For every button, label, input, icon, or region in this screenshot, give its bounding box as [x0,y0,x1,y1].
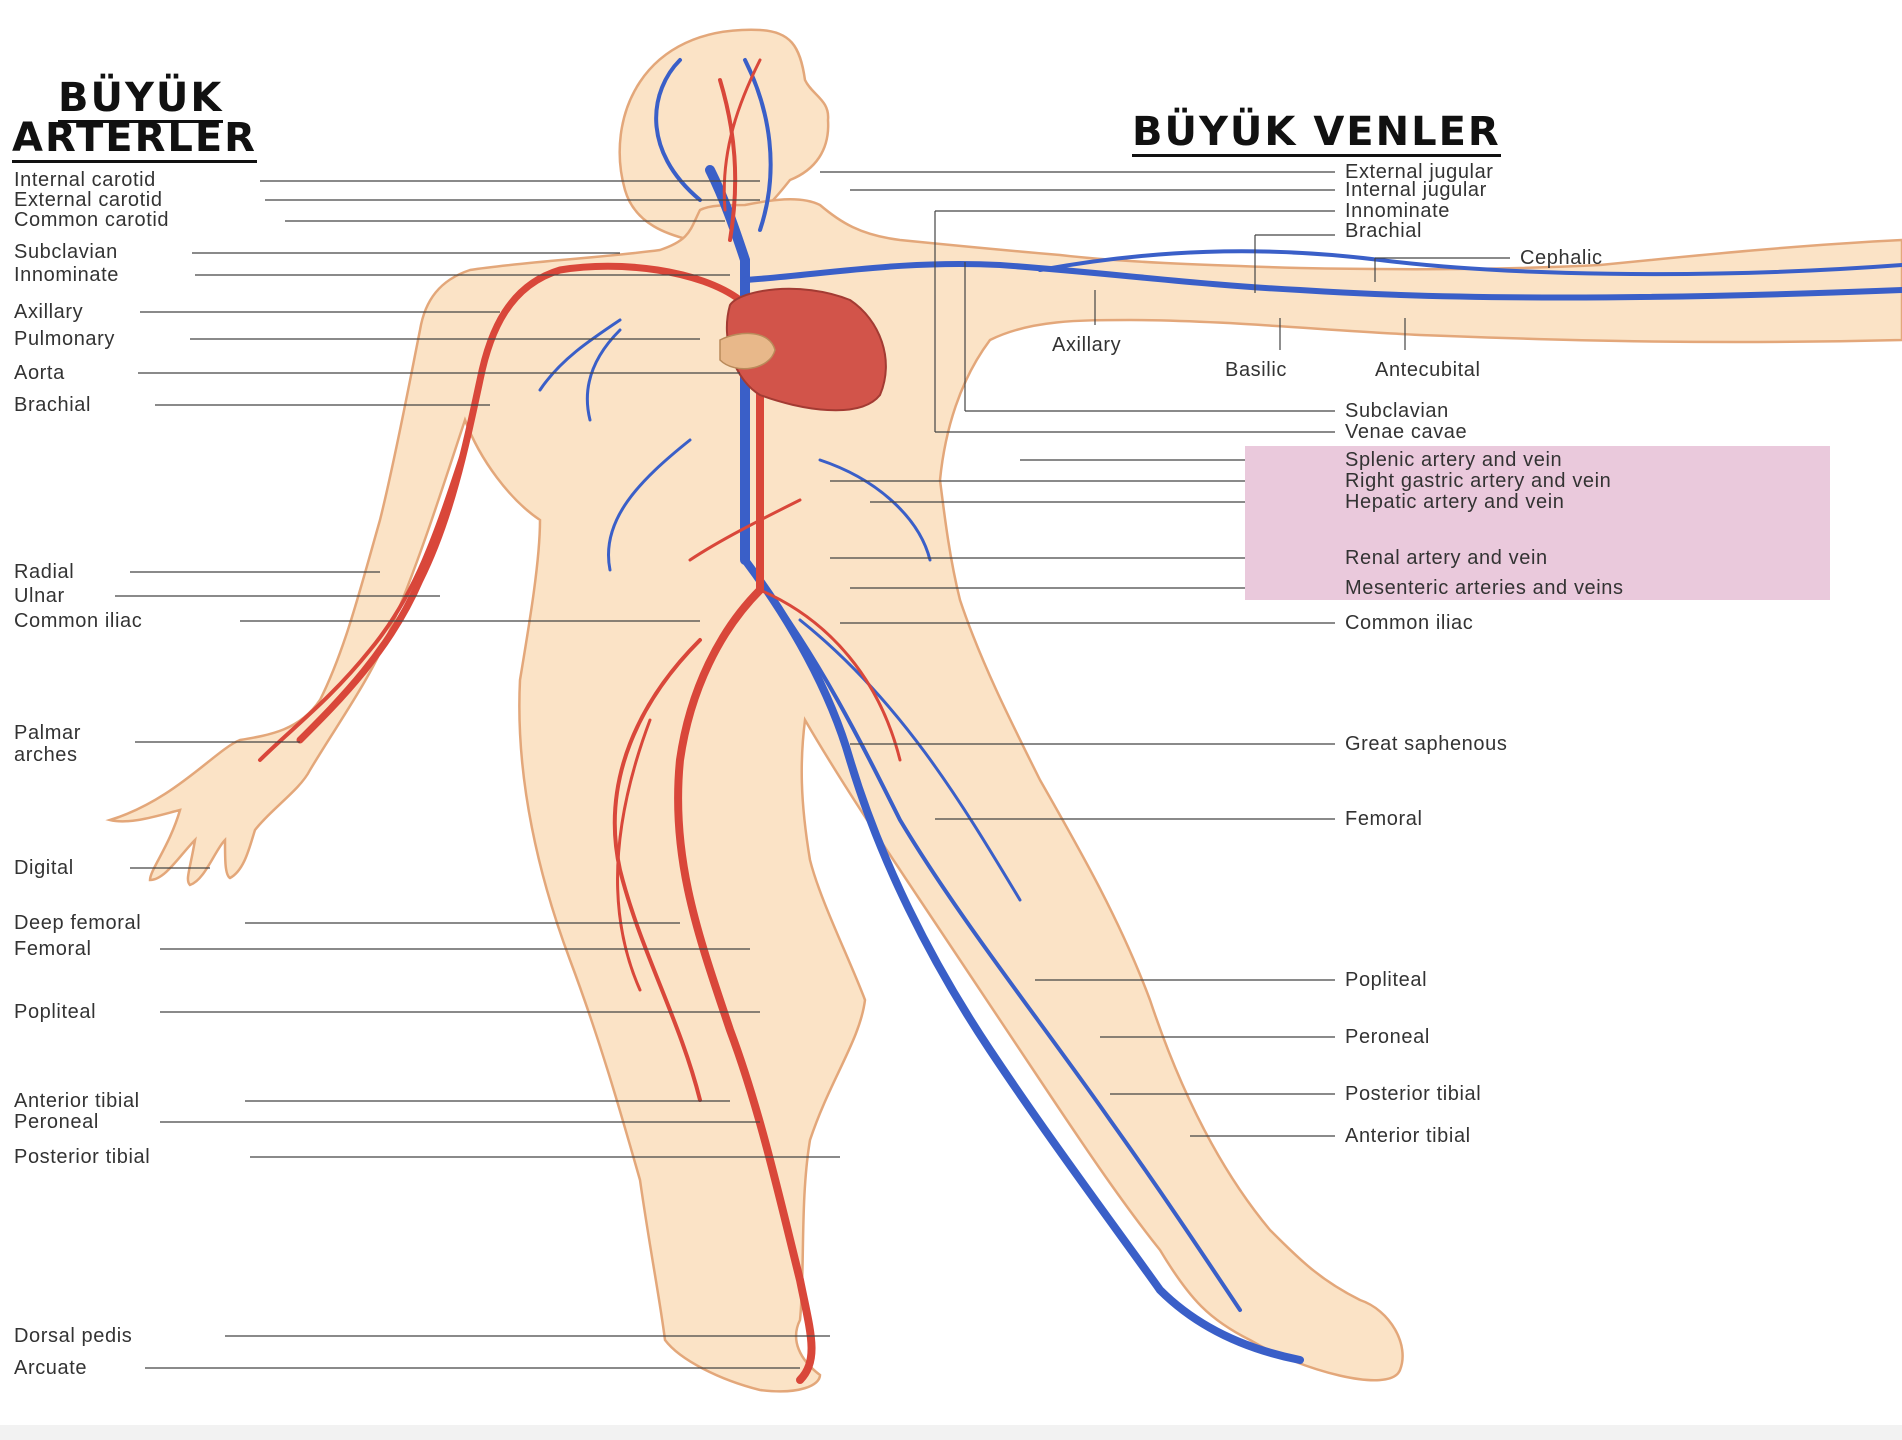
vein-label: Venae cavae [1345,422,1467,442]
artery-label: Common iliac [14,611,142,631]
artery-label: Radial [14,562,74,582]
artery-label: Ulnar [14,586,65,606]
artery-label: Femoral [14,939,92,959]
vein-label: Brachial [1345,221,1422,241]
artery-label: Popliteal [14,1002,96,1022]
artery-label: Palmar arches [14,722,81,766]
artery-label: Axillary [14,302,83,322]
artery-label: Common carotid [14,210,169,230]
vein-label: Internal jugular [1345,180,1487,200]
vein-label: Subclavian [1345,401,1449,421]
vein-label: Great saphenous [1345,734,1507,754]
artery-label: Internal carotid [14,170,156,190]
vein-label: Renal artery and vein [1345,548,1548,568]
vein-label: Hepatic artery and vein [1345,492,1564,512]
artery-label: Innominate [14,265,119,285]
artery-label: Subclavian [14,242,118,262]
vein-label: Cephalic [1520,248,1603,268]
vein-label: Posterior tibial [1345,1084,1481,1104]
vein-label: Axillary [1052,335,1121,355]
vein-label: Basilic [1225,360,1287,380]
artery-label: External carotid [14,190,163,210]
artery-label: Anterior tibial [14,1091,140,1111]
vein-label: Popliteal [1345,970,1427,990]
vein-label: Femoral [1345,809,1423,829]
artery-label: Brachial [14,395,91,415]
artery-label: Arcuate [14,1358,87,1378]
bottom-strip [0,1425,1902,1440]
body-silhouette [110,30,1902,1392]
artery-label: Peroneal [14,1112,99,1132]
vein-label: Anterior tibial [1345,1126,1471,1146]
veins-heading: BÜYÜK VENLER [1132,112,1501,157]
artery-label: Dorsal pedis [14,1326,132,1346]
vein-label: Splenic artery and vein [1345,450,1562,470]
artery-label: Posterior tibial [14,1147,150,1167]
artery-label: Deep femoral [14,913,141,933]
vein-label: Peroneal [1345,1027,1430,1047]
vein-label: Mesenteric arteries and veins [1345,578,1624,598]
arteries-heading-line2: ARTERLER [12,118,257,163]
artery-label: Aorta [14,363,65,383]
vein-label: Common iliac [1345,613,1473,633]
vein-label: Antecubital [1375,360,1481,380]
artery-label: Pulmonary [14,329,115,349]
vein-label: Innominate [1345,201,1450,221]
vein-label: Right gastric artery and vein [1345,471,1611,491]
artery-label: Digital [14,858,74,878]
